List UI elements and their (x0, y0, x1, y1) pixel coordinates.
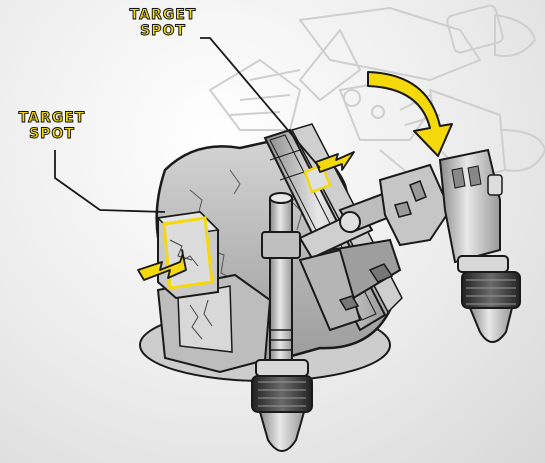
callout-target-spot-left: TARGET SPOT (6, 110, 98, 143)
callout-left-line1: TARGET (18, 110, 86, 127)
vertical-pole (261, 192, 301, 399)
callout-top-line2: SPOT (140, 23, 186, 40)
thruster-right (438, 148, 521, 343)
callout-top-line1: TARGET (129, 7, 197, 24)
robot-arm (298, 163, 452, 332)
callout-left-line2: SPOT (29, 126, 75, 143)
curved-rotation-arrow-icon (367, 71, 453, 157)
thruster-bottom (251, 359, 313, 452)
target-arrow-icon-left (137, 249, 187, 281)
left-target-block (156, 210, 220, 300)
callout-leaders (54, 37, 321, 213)
callout-target-spot-top: TARGET SPOT (108, 7, 218, 40)
